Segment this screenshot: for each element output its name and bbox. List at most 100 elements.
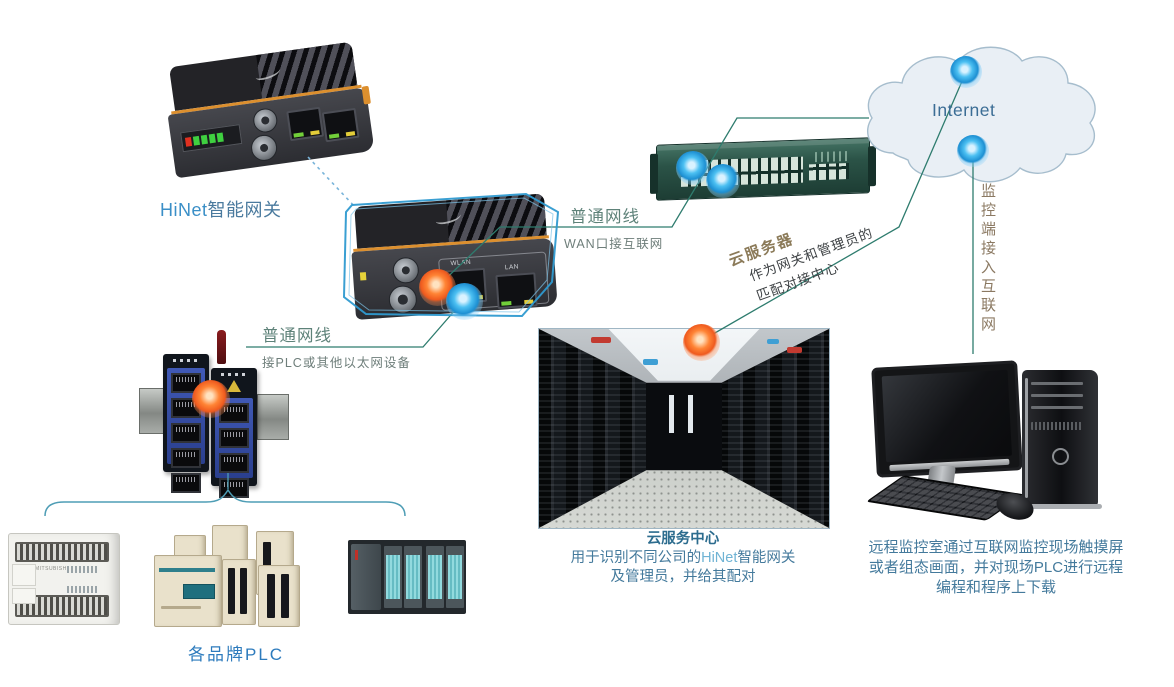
remote-room-line2: 或者组态画面，并对现场PLC进行远程 <box>868 559 1124 576</box>
io-module <box>404 546 422 608</box>
cloud-center-line1: 用于识别不同公司的HiNet智能网关 <box>532 549 834 568</box>
antenna <box>217 330 226 364</box>
ethernet-port <box>286 106 325 142</box>
tower-case <box>1022 370 1098 506</box>
plc-siemens-photo <box>348 540 466 614</box>
rack-ear <box>868 146 876 187</box>
led-green <box>200 134 208 145</box>
module-face <box>167 368 205 493</box>
hinet-brand-text: HiNet <box>160 200 208 220</box>
module-slot <box>281 574 289 618</box>
terminal-strip <box>15 542 109 562</box>
module-slot <box>263 542 271 584</box>
led-green <box>216 132 224 142</box>
cable-bundle-blue <box>767 339 779 344</box>
hinet-gateway-label: HiNet智能网关 <box>160 196 282 222</box>
plc-mitsubishi-photo: MITSUBISHI <box>8 533 120 625</box>
module-marks <box>221 373 245 376</box>
drive-bay <box>1031 382 1083 385</box>
module-face <box>215 398 253 498</box>
gateway-zoom-dashed-line <box>307 156 357 209</box>
din-rail-switch-device <box>139 330 289 498</box>
plc-module <box>258 565 300 627</box>
cable-bundle-red <box>591 337 611 343</box>
io-module <box>426 546 444 608</box>
display-window <box>183 584 215 599</box>
terminal-strip <box>15 595 109 617</box>
status-led <box>355 550 358 560</box>
ethernet-port <box>321 107 360 143</box>
switch-top-edge <box>657 138 869 151</box>
module-slot <box>228 568 235 614</box>
plc-module <box>222 559 256 625</box>
vent-grille <box>1031 422 1083 430</box>
indicator-dot-cloud-bottom <box>957 135 989 167</box>
server-room-photo <box>538 328 830 529</box>
led-red <box>184 136 193 147</box>
gateway-device-highlighted: WLAN LAN <box>348 193 558 321</box>
din-rail <box>257 394 289 440</box>
cable-bundle-red <box>787 347 802 353</box>
tower-foot <box>1020 504 1102 509</box>
lan-port-label: LAN <box>504 263 520 272</box>
drive-bay <box>1031 394 1083 397</box>
ethernet-switch-device <box>650 137 876 201</box>
switch-module <box>211 368 257 498</box>
brand-stripe <box>159 568 215 572</box>
aisle-end-wall <box>646 382 722 471</box>
lan-port <box>495 272 538 310</box>
remote-room-caption: 远程监控室通过互联网监控现场触摸屏 或者组态画面，并对现场PLC进行远程 编程和… <box>828 538 1164 598</box>
warning-triangle <box>227 380 241 392</box>
caption-hinet-brand: HiNet <box>701 550 738 566</box>
switch-port-rows <box>681 156 803 187</box>
monitor <box>871 360 1023 478</box>
plc-cable-sublabel: 接PLC或其他以太网设备 <box>262 356 411 370</box>
indicator-dot-cloud-top <box>950 56 982 88</box>
io-module <box>446 546 464 608</box>
side-cover <box>12 588 36 604</box>
wlan-port-label: WLAN <box>450 258 472 268</box>
io-module <box>384 546 402 608</box>
internet-label: Internet <box>932 100 996 120</box>
desktop-computer-photo <box>862 356 1108 538</box>
io-led-row <box>67 586 97 593</box>
cable-bundle-blue <box>643 359 658 365</box>
plc-main-unit <box>154 555 222 627</box>
caption-text: 用于识别不同公司的 <box>570 550 702 566</box>
cloud-center-title: 云服务中心 <box>646 531 720 547</box>
cpu-module <box>351 544 381 610</box>
mount-lug <box>361 85 371 105</box>
device-vents <box>446 193 547 243</box>
monitor-access-label: 监控端接入互联网 <box>979 183 996 335</box>
case-trim <box>1025 378 1028 498</box>
io-led-row <box>67 566 97 573</box>
card-slot <box>161 606 201 609</box>
cloud-center-caption: 云服务中心 用于识别不同公司的HiNet智能网关 及管理员，并给其配对 <box>532 530 834 587</box>
cloud-server-connection-line <box>700 71 967 342</box>
device-yellow-led <box>359 272 367 281</box>
plc-beige-cluster-photo <box>152 517 302 629</box>
hp-logo <box>1052 448 1069 465</box>
remote-room-line3: 编程和程序上下载 <box>935 579 1056 596</box>
monitor-screen <box>881 369 1013 463</box>
switch-indicator-leds <box>815 150 849 163</box>
cloud-server-label-group: 云服务器 作为网关和管理员的 匹配对接中心 <box>726 203 883 312</box>
remote-room-line1: 远程监控室通过互联网监控现场触摸屏 <box>868 539 1124 556</box>
led-green <box>208 133 216 143</box>
module-slot <box>240 568 247 614</box>
cloud-center-line2: 及管理员，并给其配对 <box>610 569 756 585</box>
plc-group-label: 各品牌PLC <box>188 645 285 664</box>
plc-brand-text: MITSUBISHI <box>35 566 69 572</box>
rack-ear <box>650 153 658 194</box>
side-cover <box>12 564 36 586</box>
drive-bay <box>1031 406 1083 409</box>
wan-cable-label: 普通网线 <box>570 208 640 226</box>
hinet-gateway-device <box>161 39 375 184</box>
wlan-port <box>444 267 488 305</box>
switch-uplink-ports <box>809 162 849 181</box>
end-light <box>687 394 694 434</box>
module-marks <box>173 359 197 362</box>
switch-module <box>163 354 209 493</box>
wan-cable-sublabel: WAN口接互联网 <box>564 237 664 251</box>
